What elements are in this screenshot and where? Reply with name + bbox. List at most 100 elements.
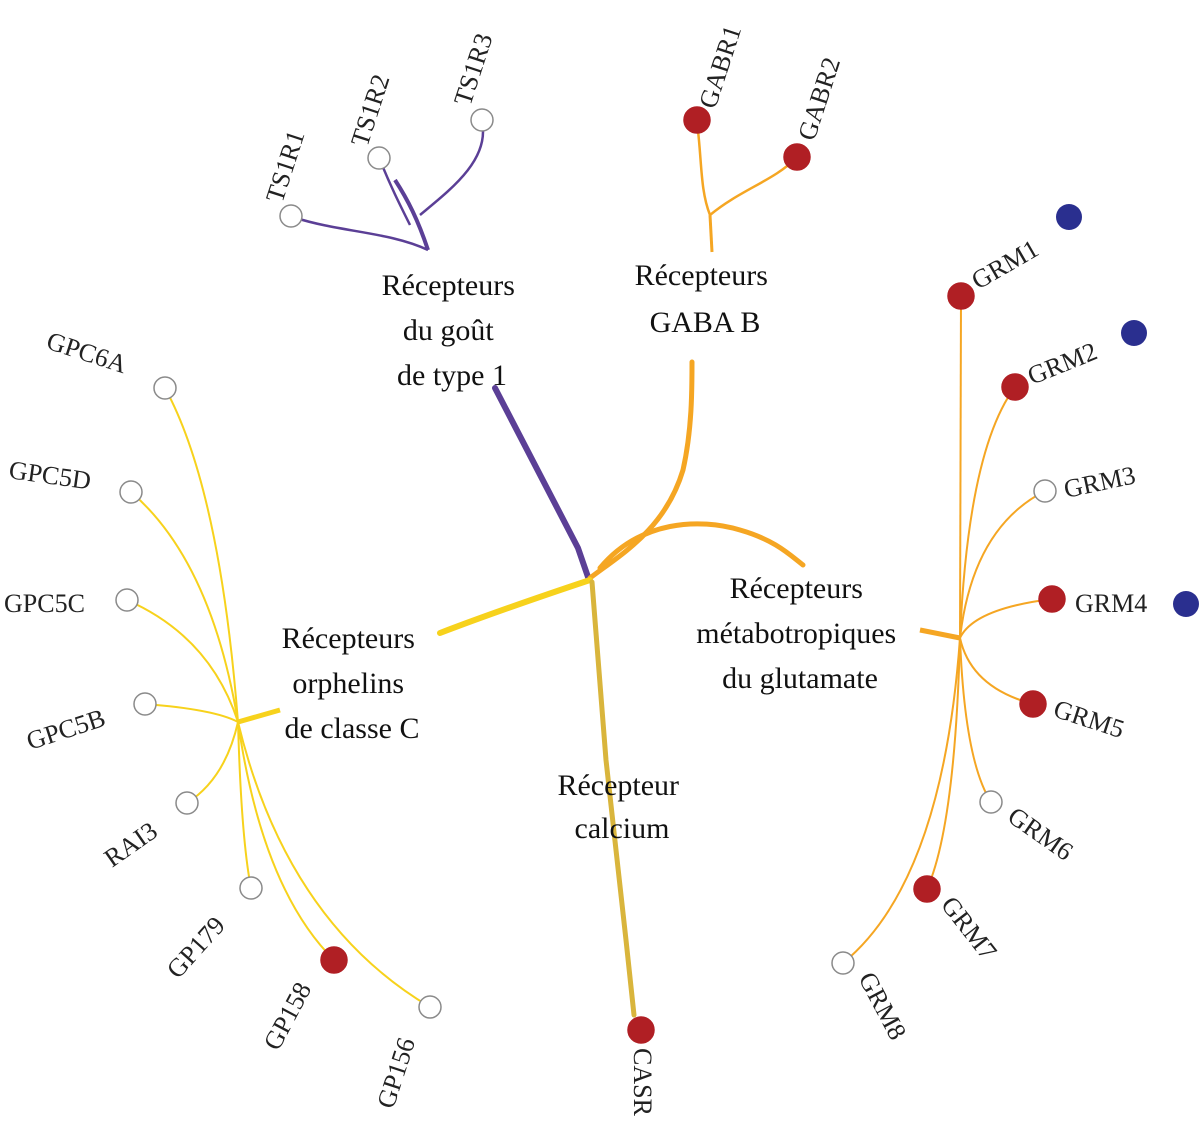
group-label-orphan-line-1: Récepteurs bbox=[282, 622, 415, 655]
node-GPC5B bbox=[133, 692, 157, 716]
glutamate-branch-GRM4 bbox=[959, 598, 1053, 639]
node-GRM4 bbox=[1038, 585, 1066, 613]
orphan-branch-GPC6A bbox=[164, 387, 239, 723]
node-TS1R1 bbox=[279, 204, 303, 228]
node-GRM2 bbox=[1001, 373, 1029, 401]
leaf-label-GPC5D: GPC5D bbox=[7, 455, 93, 495]
node-GABR2 bbox=[783, 143, 811, 171]
glutamate-hub-stem bbox=[919, 627, 961, 641]
group-label-glutamate-line-3: du glutamate bbox=[722, 662, 878, 695]
group-label-calcium-line-2: calcium bbox=[575, 812, 670, 845]
group-label-glutamate-line-1: Récepteurs bbox=[730, 572, 863, 605]
glutamate-branch-GRM5 bbox=[959, 637, 1034, 705]
group-labels: Récepteurs du goût de type 1 Récepteurs … bbox=[282, 259, 903, 845]
group-label-gaba: Récepteurs GABA B bbox=[635, 259, 776, 339]
calcium-trunk bbox=[589, 579, 637, 1018]
glutamate-branches bbox=[842, 295, 1053, 964]
node-GRM3 bbox=[1033, 479, 1057, 503]
node-GP179 bbox=[239, 876, 263, 900]
orphan-trunk bbox=[437, 577, 593, 636]
marker-GRM2 bbox=[1121, 320, 1147, 346]
leaf-label-GP156: GP156 bbox=[371, 1034, 421, 1112]
gaba-branch-stem bbox=[708, 214, 714, 253]
orphan-branch-GP158 bbox=[237, 721, 335, 961]
leaf-label-TS1R3: TS1R3 bbox=[448, 30, 498, 109]
group-label-calcium-line-1: Récepteur bbox=[557, 769, 679, 802]
glutamate-branch-GRM3 bbox=[959, 490, 1046, 639]
node-GRM7 bbox=[913, 875, 941, 903]
orphan-hub-stem bbox=[237, 707, 281, 725]
group-label-taste: Récepteurs du goût de type 1 bbox=[382, 269, 523, 392]
gaba-branch-GABR2 bbox=[709, 157, 797, 216]
leaf-label-GRM6: GRM6 bbox=[1003, 801, 1079, 866]
leaf-label-GP179: GP179 bbox=[161, 911, 231, 984]
node-GRM5 bbox=[1019, 690, 1047, 718]
glutamate-trunk bbox=[597, 521, 806, 571]
node-TS1R2 bbox=[367, 146, 391, 170]
group-label-gaba-line-1: Récepteurs bbox=[635, 259, 768, 292]
group-label-gaba-line-2: GABA B bbox=[650, 306, 761, 339]
taste-branch-TS1R3 bbox=[419, 121, 485, 216]
leaf-label-GP158: GP158 bbox=[258, 977, 318, 1054]
group-label-orphan: Récepteurs orphelins de classe C bbox=[282, 622, 423, 745]
group-label-glutamate: Récepteurs métabotropiques du glutamate bbox=[696, 572, 903, 695]
node-RAI3 bbox=[175, 791, 199, 815]
node-TS1R3 bbox=[470, 108, 494, 132]
group-label-orphan-line-3: de classe C bbox=[285, 712, 420, 745]
branches bbox=[126, 121, 1053, 1018]
glutamate-branch-GRM1 bbox=[959, 295, 962, 639]
marker-GRM1 bbox=[1056, 204, 1082, 230]
leaf-label-GABR1: GABR1 bbox=[693, 22, 747, 112]
orphan-branch-GPC5C bbox=[126, 599, 239, 723]
node-GRM6 bbox=[979, 790, 1003, 814]
taste-branch-stem bbox=[393, 178, 430, 251]
orphan-branch-GPC5D bbox=[130, 491, 239, 723]
gaba-trunk bbox=[587, 359, 695, 581]
orphan-branch-RAI3 bbox=[186, 721, 239, 804]
group-label-orphan-line-2: orphelins bbox=[292, 667, 404, 700]
leaf-label-GPC5C: GPC5C bbox=[4, 589, 85, 618]
leaf-label-RAI3: RAI3 bbox=[99, 816, 163, 873]
node-CASR bbox=[627, 1016, 655, 1044]
node-GRM1 bbox=[947, 282, 975, 310]
group-label-taste-line-3: de type 1 bbox=[397, 359, 507, 392]
orphan-branch-GPC5B bbox=[144, 703, 239, 723]
taste-branch-TS1R1 bbox=[295, 216, 429, 252]
leaf-label-GPC6A: GPC6A bbox=[43, 326, 130, 379]
group-label-taste-line-1: Récepteurs bbox=[382, 269, 515, 302]
leaf-label-CASR: CASR bbox=[628, 1048, 657, 1117]
leaf-label-GRM3: GRM3 bbox=[1061, 460, 1138, 503]
leaf-label-TS1R2: TS1R2 bbox=[345, 71, 395, 150]
node-GABR1 bbox=[683, 106, 711, 134]
node-GPC5D bbox=[119, 480, 143, 504]
gaba-branch-GABR1 bbox=[695, 121, 712, 216]
group-label-taste-line-2: du goût bbox=[403, 314, 495, 347]
leaf-label-GRM7: GRM7 bbox=[935, 891, 1002, 966]
marker-GRM4 bbox=[1173, 591, 1199, 617]
glutamate-branch-GRM7 bbox=[926, 637, 961, 890]
glutamate-branch-GRM2 bbox=[959, 386, 1016, 639]
orphan-branch-GP179 bbox=[237, 721, 252, 889]
glutamate-branch-GRM8 bbox=[842, 637, 961, 964]
taste-trunk bbox=[492, 385, 591, 580]
orphan-branch-GP156 bbox=[237, 721, 431, 1008]
leaf-label-GRM4: GRM4 bbox=[1075, 589, 1147, 618]
nodes bbox=[115, 106, 1199, 1044]
taste-branch-TS1R2 bbox=[378, 159, 412, 226]
glutamate-branch-GRM6 bbox=[959, 637, 992, 803]
leaf-label-GRM1: GRM1 bbox=[967, 234, 1044, 295]
leaf-label-TS1R1: TS1R1 bbox=[260, 127, 310, 206]
node-GP158 bbox=[320, 946, 348, 974]
leaf-label-GRM8: GRM8 bbox=[853, 967, 913, 1044]
node-GP156 bbox=[418, 995, 442, 1019]
leaf-label-GABR2: GABR2 bbox=[792, 54, 846, 144]
group-label-calcium: Récepteur calcium bbox=[557, 769, 686, 845]
node-GPC5C bbox=[115, 588, 139, 612]
node-GPC6A bbox=[153, 376, 177, 400]
leaf-label-GRM5: GRM5 bbox=[1050, 694, 1128, 744]
orphan-branches bbox=[126, 387, 431, 1008]
group-label-glutamate-line-2: métabotropiques bbox=[696, 617, 896, 650]
node-GRM8 bbox=[831, 951, 855, 975]
